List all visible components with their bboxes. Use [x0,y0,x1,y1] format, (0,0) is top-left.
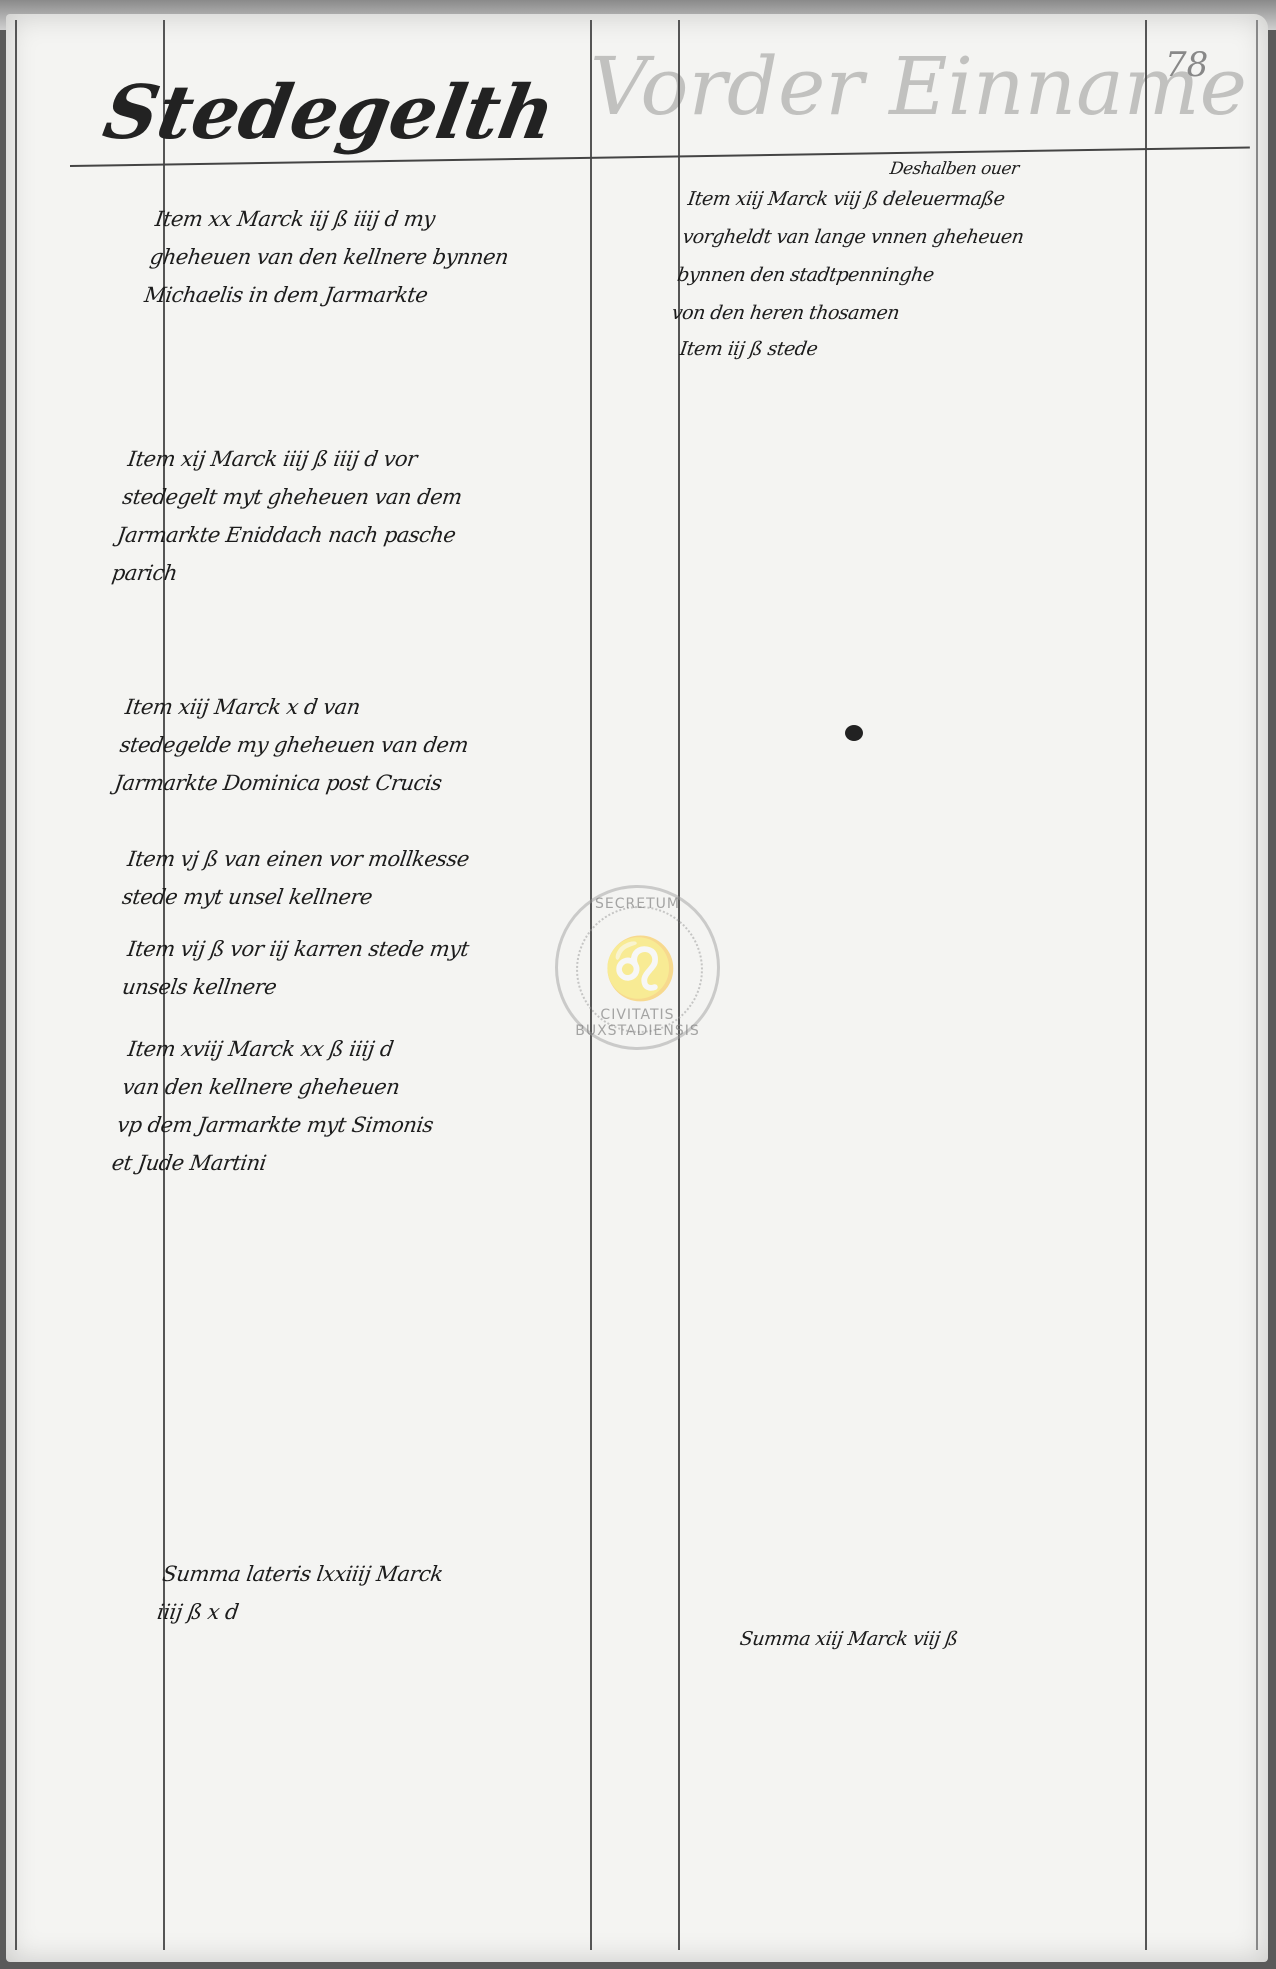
archive-seal-stamp: SECRETUM ♌ CIVITATIS BUXSTADIENSIS [555,885,720,1050]
margin-rule-left [15,20,17,1950]
lion-emblem-icon: ♌ [603,934,678,1004]
ledger-entry: Item xx Marck iij ß iiij d my gheheuen v… [142,207,510,307]
ledger-entry: Item iij ß stede [678,338,819,360]
ledger-entry: Item vij ß vor iij karren stede myt unse… [120,937,471,999]
ledger-entry: Item xiij Marck x d van stedegelde my gh… [112,695,470,795]
ledger-entry: Item vj ß van einen vor mollkesse stede … [120,847,471,909]
ledger-entry: Item xij Marck iiij ß iiij d vor stedege… [110,447,464,585]
page-heading: Stedegelth [97,70,562,156]
ledger-entry: Item xiij Marck viij ß deleuermaße vorgh… [670,188,1026,324]
margin-rule-right [1256,20,1258,1950]
column-rule [163,20,165,1950]
bleed-through-heading: Vorder Einname [590,40,1247,133]
ledger-entry: Item xviij Marck xx ß iiij d van den kel… [110,1037,435,1175]
seal-inner-ring [576,906,703,1033]
page-sum: Summa xiij Marck viij ß [738,1628,960,1650]
column-rule [1145,20,1147,1950]
page-sum: Summa lateris lxxiiij Marck iiij ß x d [155,1562,445,1624]
seal-bottom-text: CIVITATIS BUXSTADIENSIS [575,1007,700,1039]
page-number: 78 [1165,45,1209,85]
ink-blot [845,725,863,741]
seal-top-text: SECRETUM [595,896,680,912]
